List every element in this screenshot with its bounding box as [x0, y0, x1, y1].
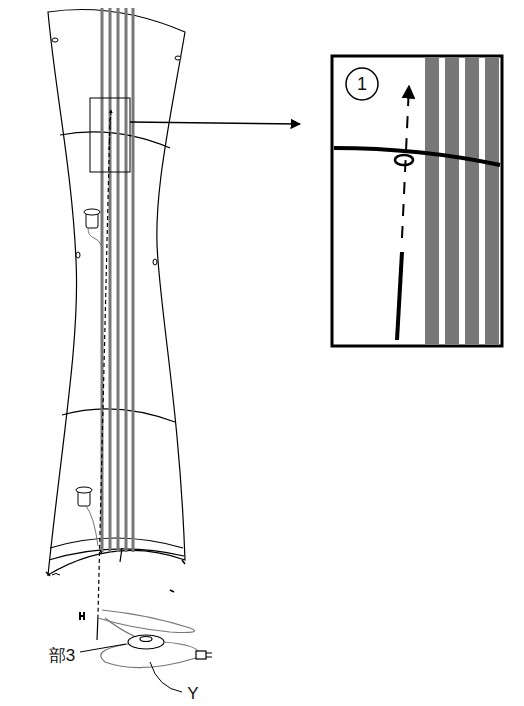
stripe	[485, 58, 499, 344]
detail-inset	[332, 56, 502, 346]
stripe	[125, 8, 128, 552]
inset-frame-small	[90, 98, 130, 172]
power-cord	[80, 118, 212, 668]
zoom-arrow	[130, 122, 300, 124]
part-label: Y	[185, 684, 200, 703]
stripe	[117, 8, 120, 552]
callout-number: 1	[355, 74, 369, 94]
stripe	[465, 58, 479, 344]
stripe	[445, 58, 459, 344]
part-label: 部3	[47, 646, 77, 665]
stripe	[109, 8, 112, 552]
shade-clips	[46, 38, 185, 592]
lamp-sockets	[76, 209, 102, 546]
stripe	[425, 58, 439, 344]
stripe	[132, 8, 135, 552]
